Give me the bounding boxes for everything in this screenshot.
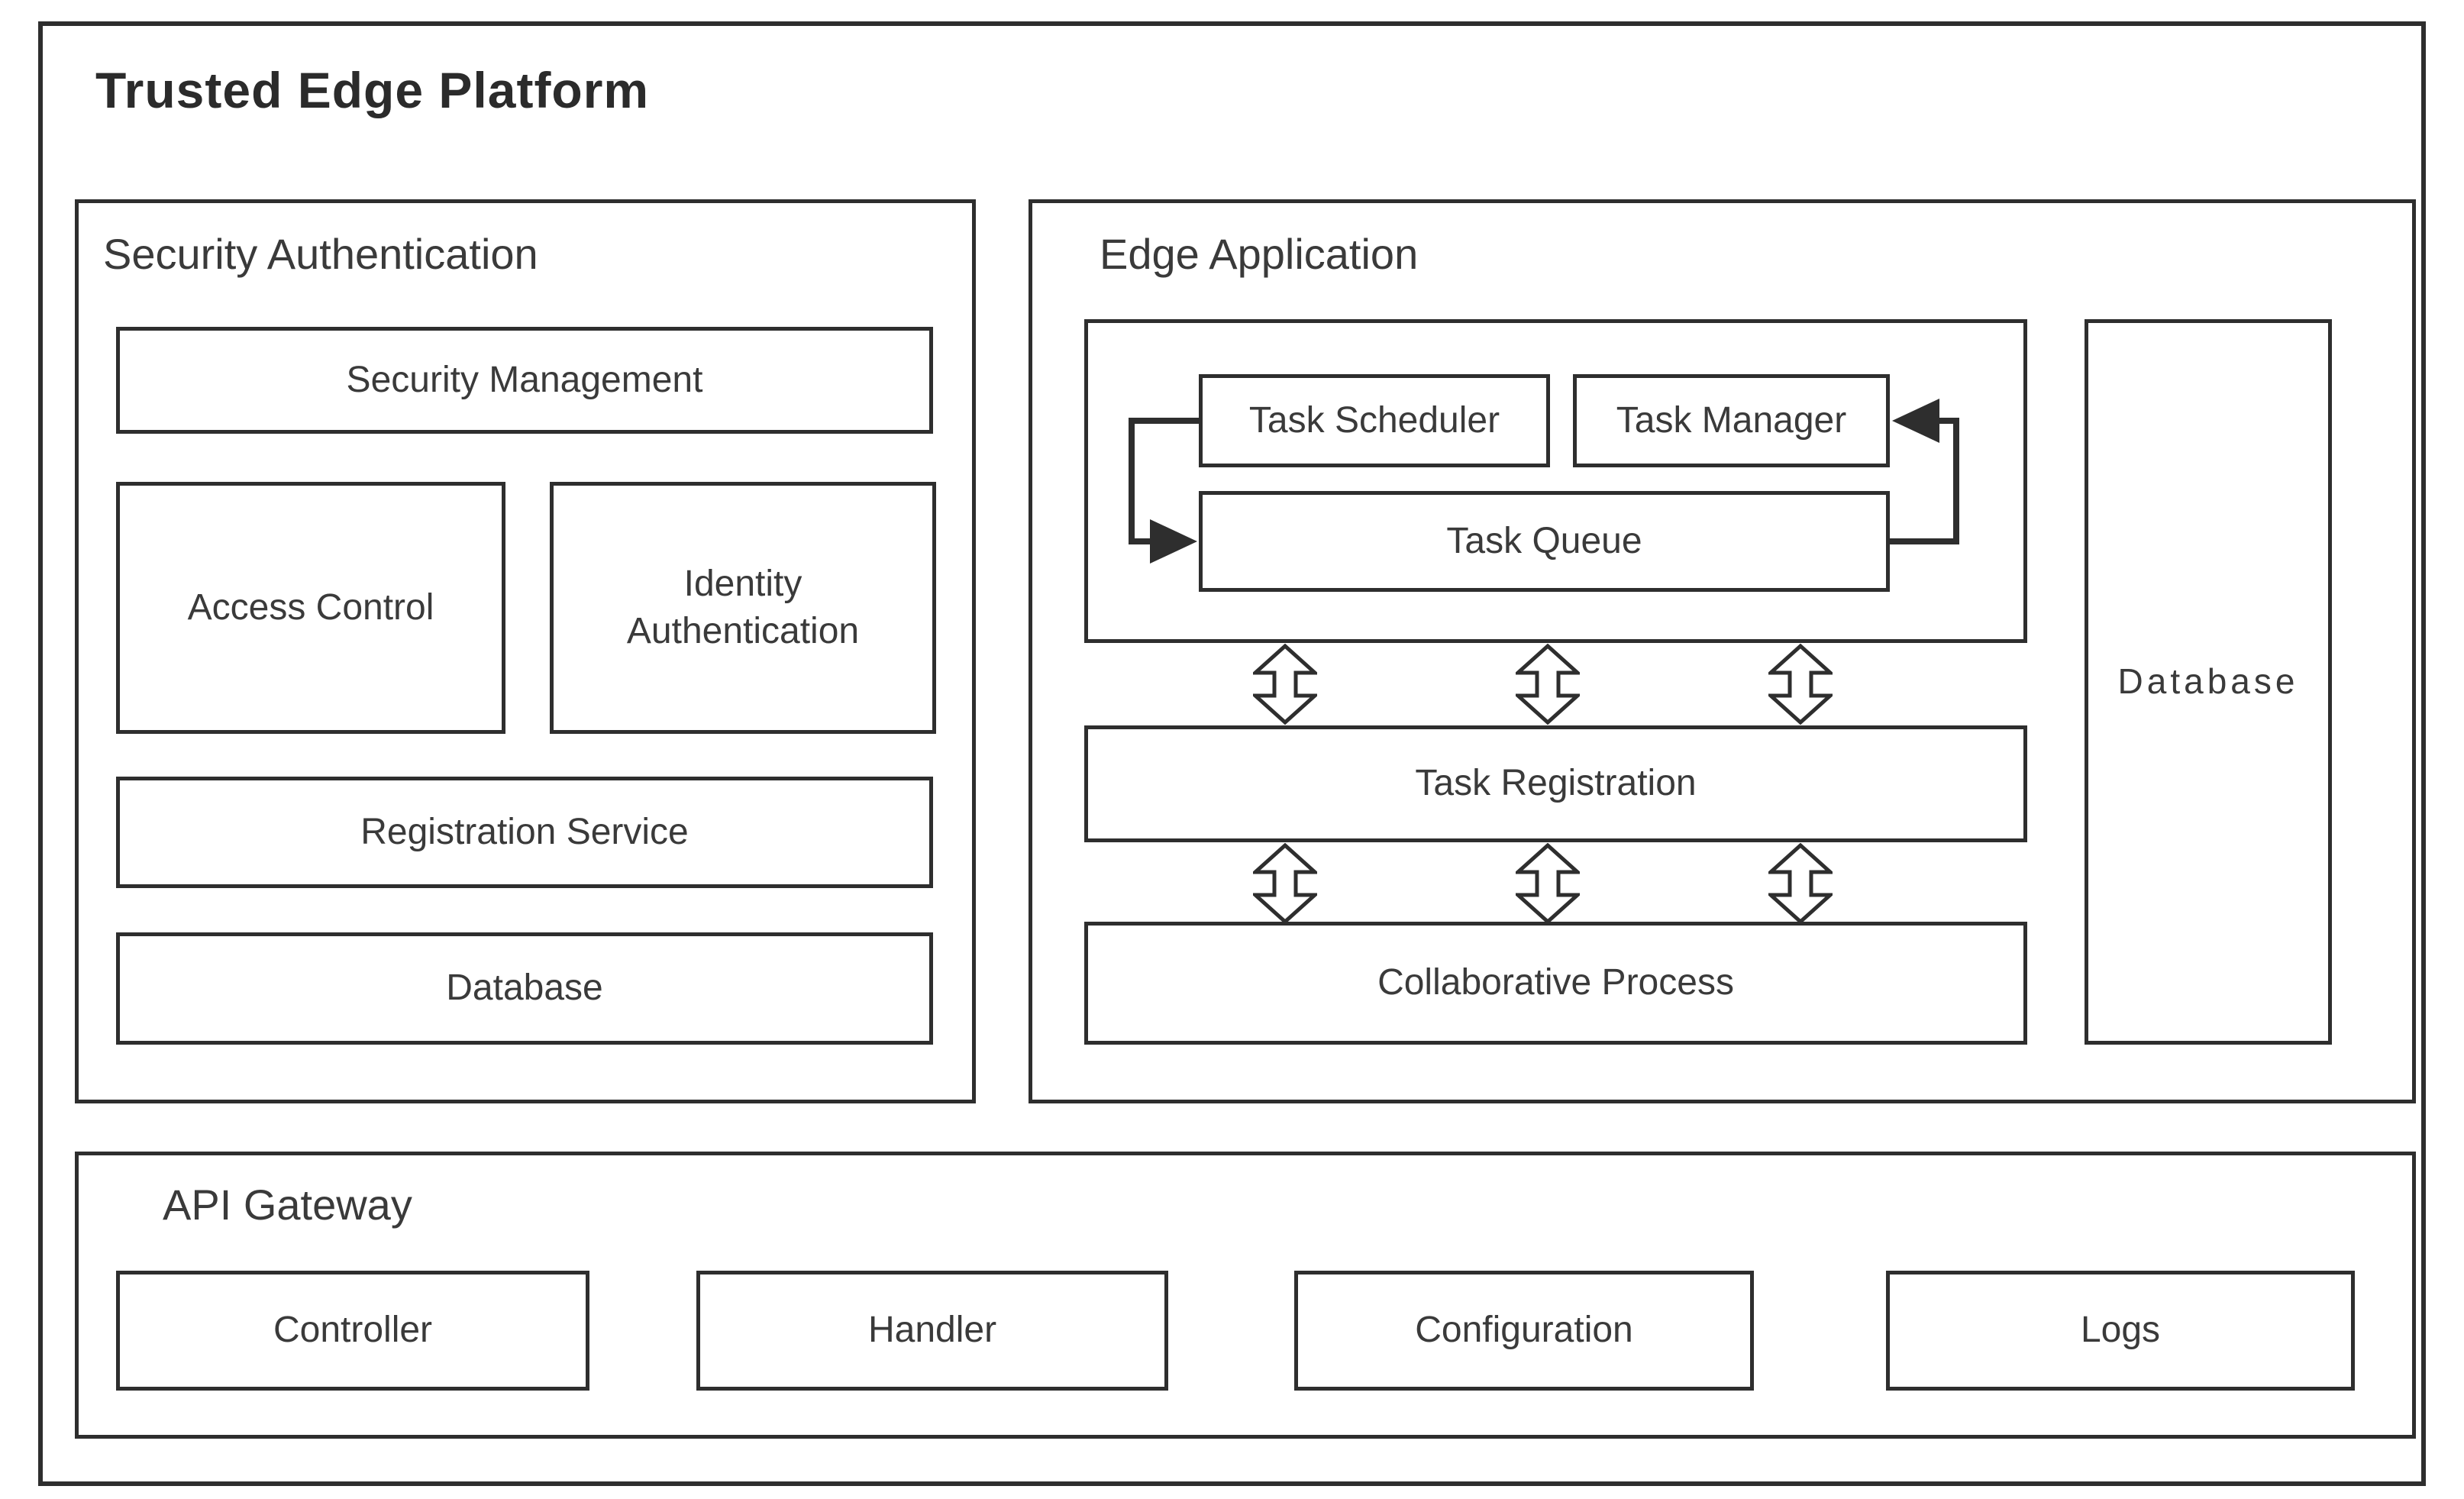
security-database-box: Database [116,932,933,1045]
double-arrow-icon [1253,843,1317,924]
configuration-box: Configuration [1294,1271,1754,1391]
task-group-container [1084,319,2027,643]
edge-database-box: Database [2085,319,2332,1045]
controller-box: Controller [116,1271,589,1391]
security-authentication-label: Security Authentication [103,230,538,278]
logs-box: Logs [1886,1271,2355,1391]
edge-application-label: Edge Application [1100,230,1419,278]
page-title: Trusted Edge Platform [95,62,650,118]
identity-authentication-box: Identity Authentication [550,482,936,734]
double-arrow-icon [1768,644,1833,725]
collaborative-process-box: Collaborative Process [1084,922,2027,1045]
task-queue-box: Task Queue [1199,491,1890,592]
double-arrow-icon [1516,843,1580,924]
task-scheduler-box: Task Scheduler [1199,374,1550,467]
double-arrow-icon [1768,843,1833,924]
api-gateway-label: API Gateway [163,1181,412,1229]
security-management-box: Security Management [116,327,933,434]
task-manager-box: Task Manager [1573,374,1890,467]
registration-service-box: Registration Service [116,777,933,888]
handler-box: Handler [696,1271,1168,1391]
double-arrow-icon [1253,644,1317,725]
task-registration-box: Task Registration [1084,725,2027,842]
access-control-box: Access Control [116,482,505,734]
double-arrow-icon [1516,644,1580,725]
